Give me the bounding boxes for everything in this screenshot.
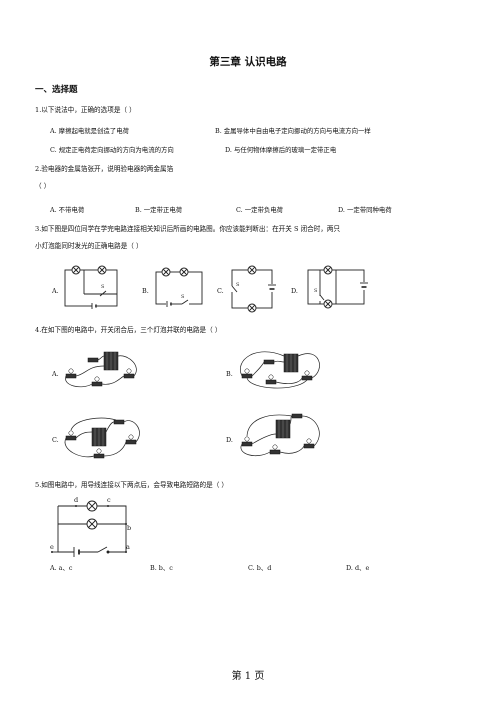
q4-label-b: B.: [226, 370, 233, 378]
q5-option-d: D. d、e: [346, 564, 370, 572]
q1-stem: 1.以下说法中，正确的选项是（ ）: [35, 106, 136, 114]
q3-stem-line1: 3.如下图是四位同学在学完电路连接相关知识后所画的电路图。你应该能判断出：在开关…: [35, 225, 341, 233]
point-c: c: [107, 496, 111, 504]
page-footer: 第 1 页: [231, 671, 265, 682]
q5-option-a: A. a、c: [50, 564, 73, 572]
q4-stem: 4.在如下图的电路中，开关闭合后，三个灯泡并联的电路是（ ）: [35, 326, 222, 334]
q3-label-c: C.: [217, 287, 224, 295]
q5-stem: 5.如图电路中，用导线连接以下两点后，会导致电路短路的是（ ）: [35, 481, 229, 489]
q2-option-c: C. 一定带负电荷: [236, 206, 284, 214]
q1-option-b: B. 金属导体中自由电子定向挪动的方向与电流方向一样: [215, 127, 371, 135]
q4-circuit-b: [240, 351, 320, 389]
q4-label-c: C.: [52, 436, 59, 444]
q2-stem: 2.验电器的金属箔张开，说明验电器的两金属箔: [35, 165, 174, 173]
q3-label-b: B.: [142, 287, 149, 295]
switch-label-c: S: [236, 282, 240, 288]
switch-label-d: S: [314, 288, 318, 294]
q3-label-d: D.: [291, 287, 298, 295]
q4-circuit-a: [65, 351, 137, 388]
q2-paren: （ ）: [35, 182, 51, 190]
switch-label-a: S: [101, 284, 105, 290]
q2-option-a: A. 不带电荷: [50, 206, 85, 214]
q3-circuit-d: S: [307, 265, 368, 309]
q3-label-a: A.: [52, 287, 59, 295]
q1-option-a: A. 摩擦起电就是创造了电荷: [50, 127, 129, 135]
q5-option-b: B. b、c: [150, 564, 173, 572]
q3-stem-line2: 小灯泡能同时发光的正确电路是（ ）: [35, 242, 143, 250]
q3-circuit-b: S: [155, 267, 203, 307]
q4-circuit-d: [240, 413, 320, 456]
q1-option-d: D. 与任何物体摩擦后的玻璃一定带正电: [225, 146, 337, 154]
q4-label-a: A.: [52, 370, 59, 378]
q4-circuit-c: [64, 417, 140, 459]
point-a: a: [126, 543, 130, 551]
q3-circuit-c: S: [231, 265, 276, 313]
q5-option-c: C. b、d: [248, 564, 272, 572]
point-e: e: [50, 543, 54, 551]
q4-label-d: D.: [226, 436, 233, 444]
q3-circuit-a: S: [64, 265, 118, 309]
page-title: 第三章 认识电路: [209, 56, 287, 68]
lamp-icon: [71, 265, 107, 275]
q5-circuit: d c b e a: [50, 496, 131, 557]
section-heading: 一、选择题: [35, 85, 78, 95]
q2-option-d: D. 一定带同种电荷: [338, 206, 392, 214]
point-d: d: [74, 496, 78, 504]
q1-option-c: C. 规定正电荷定向挪动的方向为电流的方向: [50, 146, 174, 154]
point-b: b: [127, 524, 131, 532]
switch-label-b: S: [181, 294, 185, 300]
q2-option-b: B. 一定带正电荷: [135, 206, 183, 214]
